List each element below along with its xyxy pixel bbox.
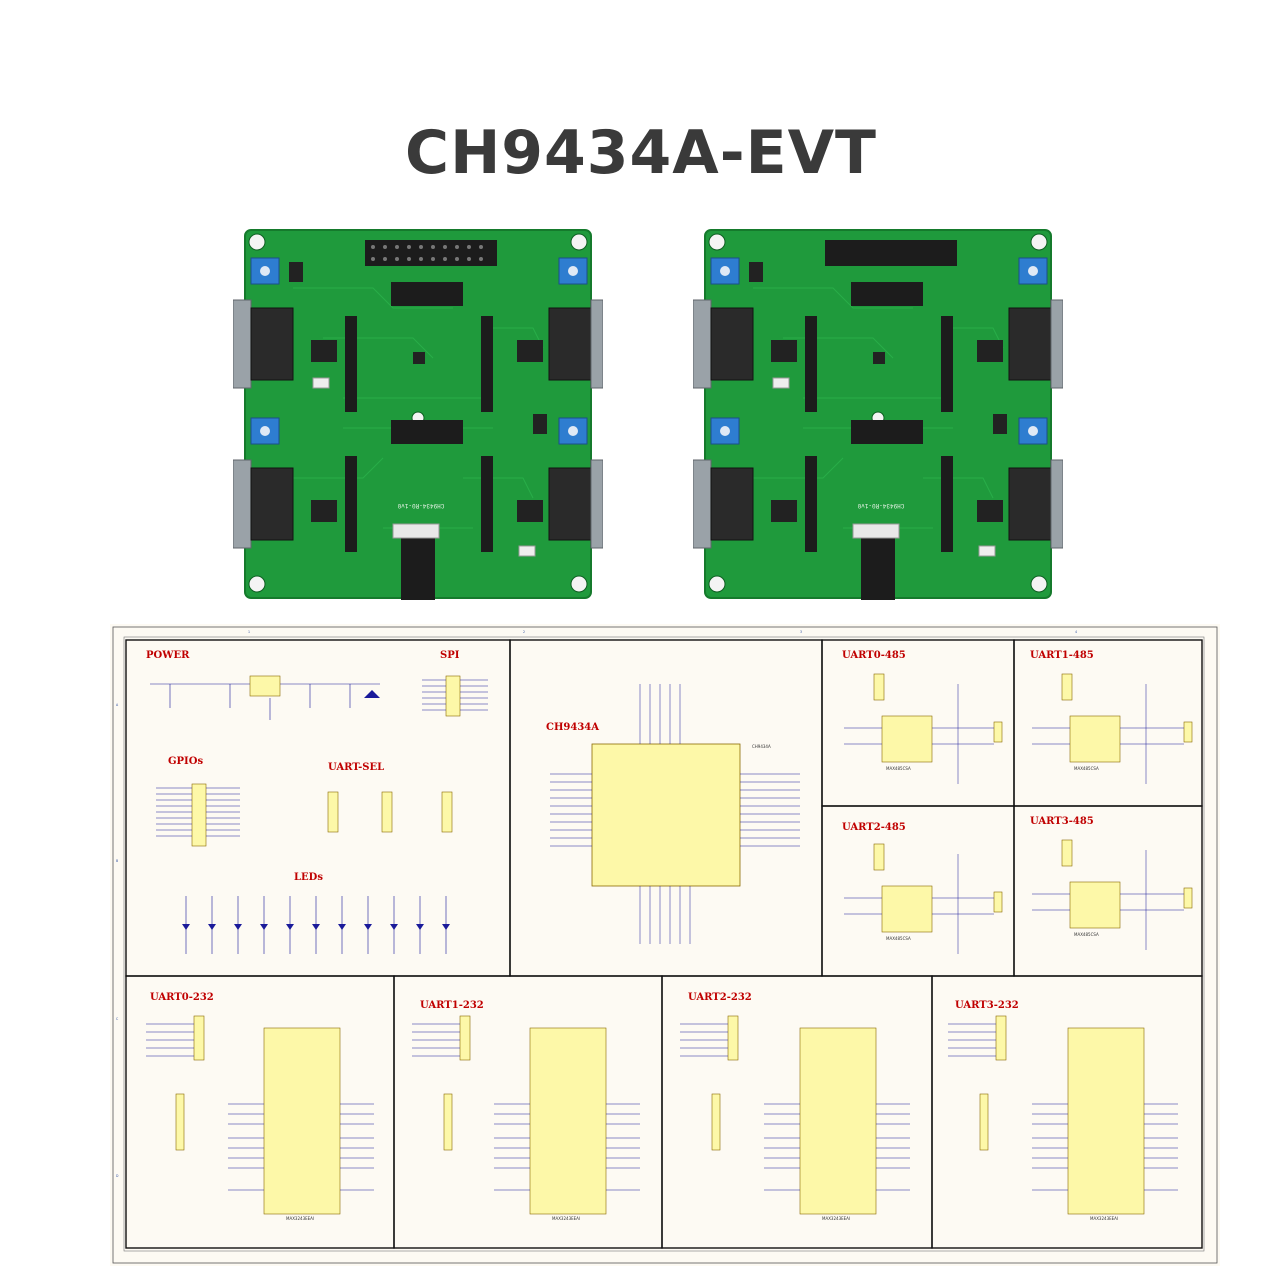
panel-label-uart1-232: UART1-232: [420, 1000, 484, 1011]
panel-label-power: POWER: [146, 650, 190, 661]
border-row-a: A: [116, 703, 119, 707]
schematic-sheet: A B C D 1 2 3 4 POWER SPI GPIOs UART-SEL…: [110, 624, 1220, 1266]
panel-label-leds: LEDs: [294, 872, 323, 883]
border-row-b: B: [116, 859, 118, 863]
panel-label-uart2-485: UART2-485: [842, 822, 906, 833]
evaluation-board-photo-right: CH9434-R0-1v0: [693, 229, 1063, 600]
evaluation-board-photo-left: CH9434-R0-1v0: [233, 229, 603, 600]
rs232-chip-name-1: MAX3243EEAI: [552, 1216, 580, 1221]
panel-label-uart-sel: UART-SEL: [328, 762, 384, 773]
panel-label-ch9434a: CH9434A: [546, 722, 599, 733]
rs232-chip-name-2: MAX3243EEAI: [822, 1216, 850, 1221]
board-silk-left: CH9434-R0-1v0: [397, 502, 444, 509]
panel-label-uart0-232: UART0-232: [150, 992, 214, 1003]
board-silk-right: CH9434-R0-1v0: [857, 502, 904, 509]
panel-label-uart1-485: UART1-485: [1030, 650, 1094, 661]
panel-label-uart2-232: UART2-232: [688, 992, 752, 1003]
rs485-chip-name-2: MAX485CSA: [886, 936, 911, 941]
panel-label-uart3-485: UART3-485: [1030, 816, 1094, 827]
ch9434a-chip-name: CH9434A: [752, 744, 771, 749]
rs485-chip-name-0: MAX485CSA: [886, 766, 911, 771]
border-row-d: D: [116, 1174, 119, 1178]
panel-label-spi: SPI: [440, 650, 460, 661]
rs485-chip-name-3: MAX485CSA: [1074, 932, 1099, 937]
panel-label-uart3-232: UART3-232: [955, 1000, 1019, 1011]
rs232-chip-name-3: MAX3243EEAI: [1090, 1216, 1118, 1221]
page-title: CH9434A-EVT: [405, 118, 877, 188]
panel-label-uart0-485: UART0-485: [842, 650, 906, 661]
rs485-chip-name-1: MAX485CSA: [1074, 766, 1099, 771]
border-row-c: C: [116, 1017, 119, 1021]
border-col-1: 1: [248, 630, 250, 634]
rs232-chip-name-0: MAX3243EEAI: [286, 1216, 314, 1221]
panel-label-gpios: GPIOs: [168, 756, 203, 767]
border-col-2: 2: [523, 630, 525, 634]
border-col-4: 4: [1075, 630, 1077, 634]
border-col-3: 3: [800, 630, 802, 634]
